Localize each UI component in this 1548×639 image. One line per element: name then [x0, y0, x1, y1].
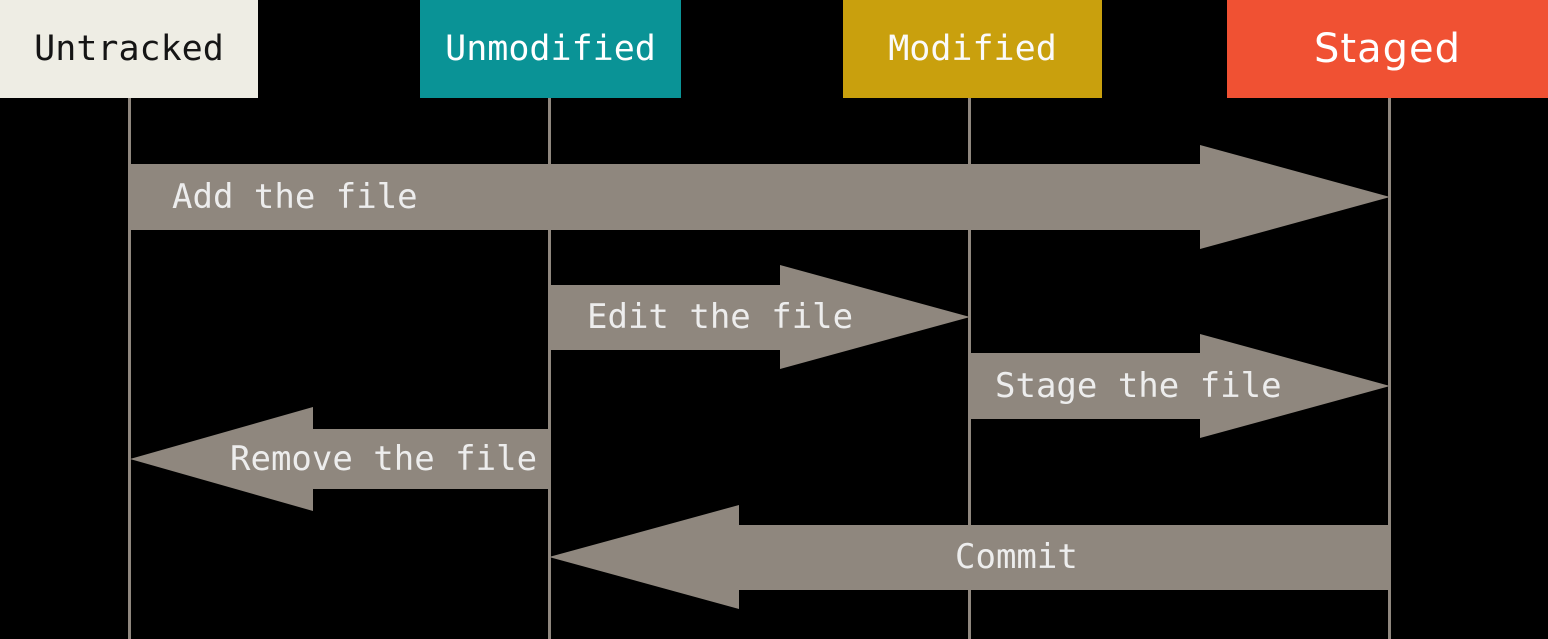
- arrow-add-file-arrowhead-right-icon: [1200, 145, 1390, 249]
- arrow-add-file-shaft: [130, 164, 1200, 230]
- arrow-commit-label: Commit: [955, 537, 1078, 577]
- state-box-modified: Modified: [843, 0, 1102, 98]
- arrow-commit-arrowhead-left-icon: [549, 505, 739, 609]
- arrow-stage-file-label: Stage the file: [995, 366, 1282, 406]
- lifeline-unmodified: [548, 98, 551, 639]
- arrow-stage-file-shaft: [970, 353, 1204, 419]
- lifeline-untracked: [128, 98, 131, 639]
- arrow-edit-file-label: Edit the file: [587, 297, 854, 337]
- arrow-edit-file-shaft: [549, 285, 782, 350]
- arrow-remove-file-label: Remove the file: [230, 439, 538, 479]
- state-box-staged: Staged: [1227, 0, 1548, 98]
- arrow-edit-file-arrowhead-right-icon: [780, 265, 970, 369]
- state-box-untracked: Untracked: [0, 0, 258, 98]
- arrow-remove-file-arrowhead-left-icon: [130, 407, 313, 511]
- arrow-commit-shaft: [739, 525, 1390, 590]
- arrow-remove-file-shaft: [313, 429, 549, 489]
- state-box-unmodified: Unmodified: [420, 0, 681, 98]
- arrow-stage-file-arrowhead-right-icon: [1200, 334, 1390, 438]
- arrow-add-file-label: Add the file: [172, 177, 418, 217]
